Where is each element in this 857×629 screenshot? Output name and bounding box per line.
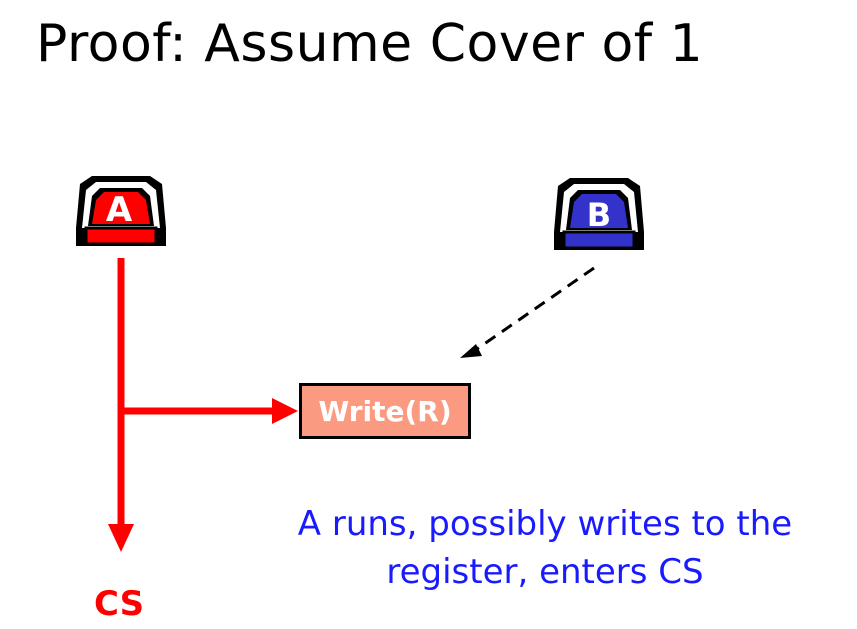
caption-line-2: register, enters CS — [386, 552, 704, 592]
caption: A runs, possibly writes to the register,… — [240, 500, 850, 596]
b-dashed-arrow — [460, 266, 595, 358]
write-register-label: Write(R) — [318, 394, 452, 428]
process-a-label: A — [105, 190, 133, 230]
write-register-box: Write(R) — [299, 383, 471, 439]
a-write-arrow — [121, 398, 298, 424]
process-b-icon — [554, 178, 644, 250]
process-b-label: B — [586, 196, 612, 234]
critical-section-label: CS — [94, 584, 145, 624]
process-a-icon — [76, 176, 166, 246]
caption-line-1: A runs, possibly writes to the — [297, 504, 793, 544]
slide-title: Proof: Assume Cover of 1 — [36, 14, 704, 74]
a-timeline-arrow — [108, 258, 134, 552]
